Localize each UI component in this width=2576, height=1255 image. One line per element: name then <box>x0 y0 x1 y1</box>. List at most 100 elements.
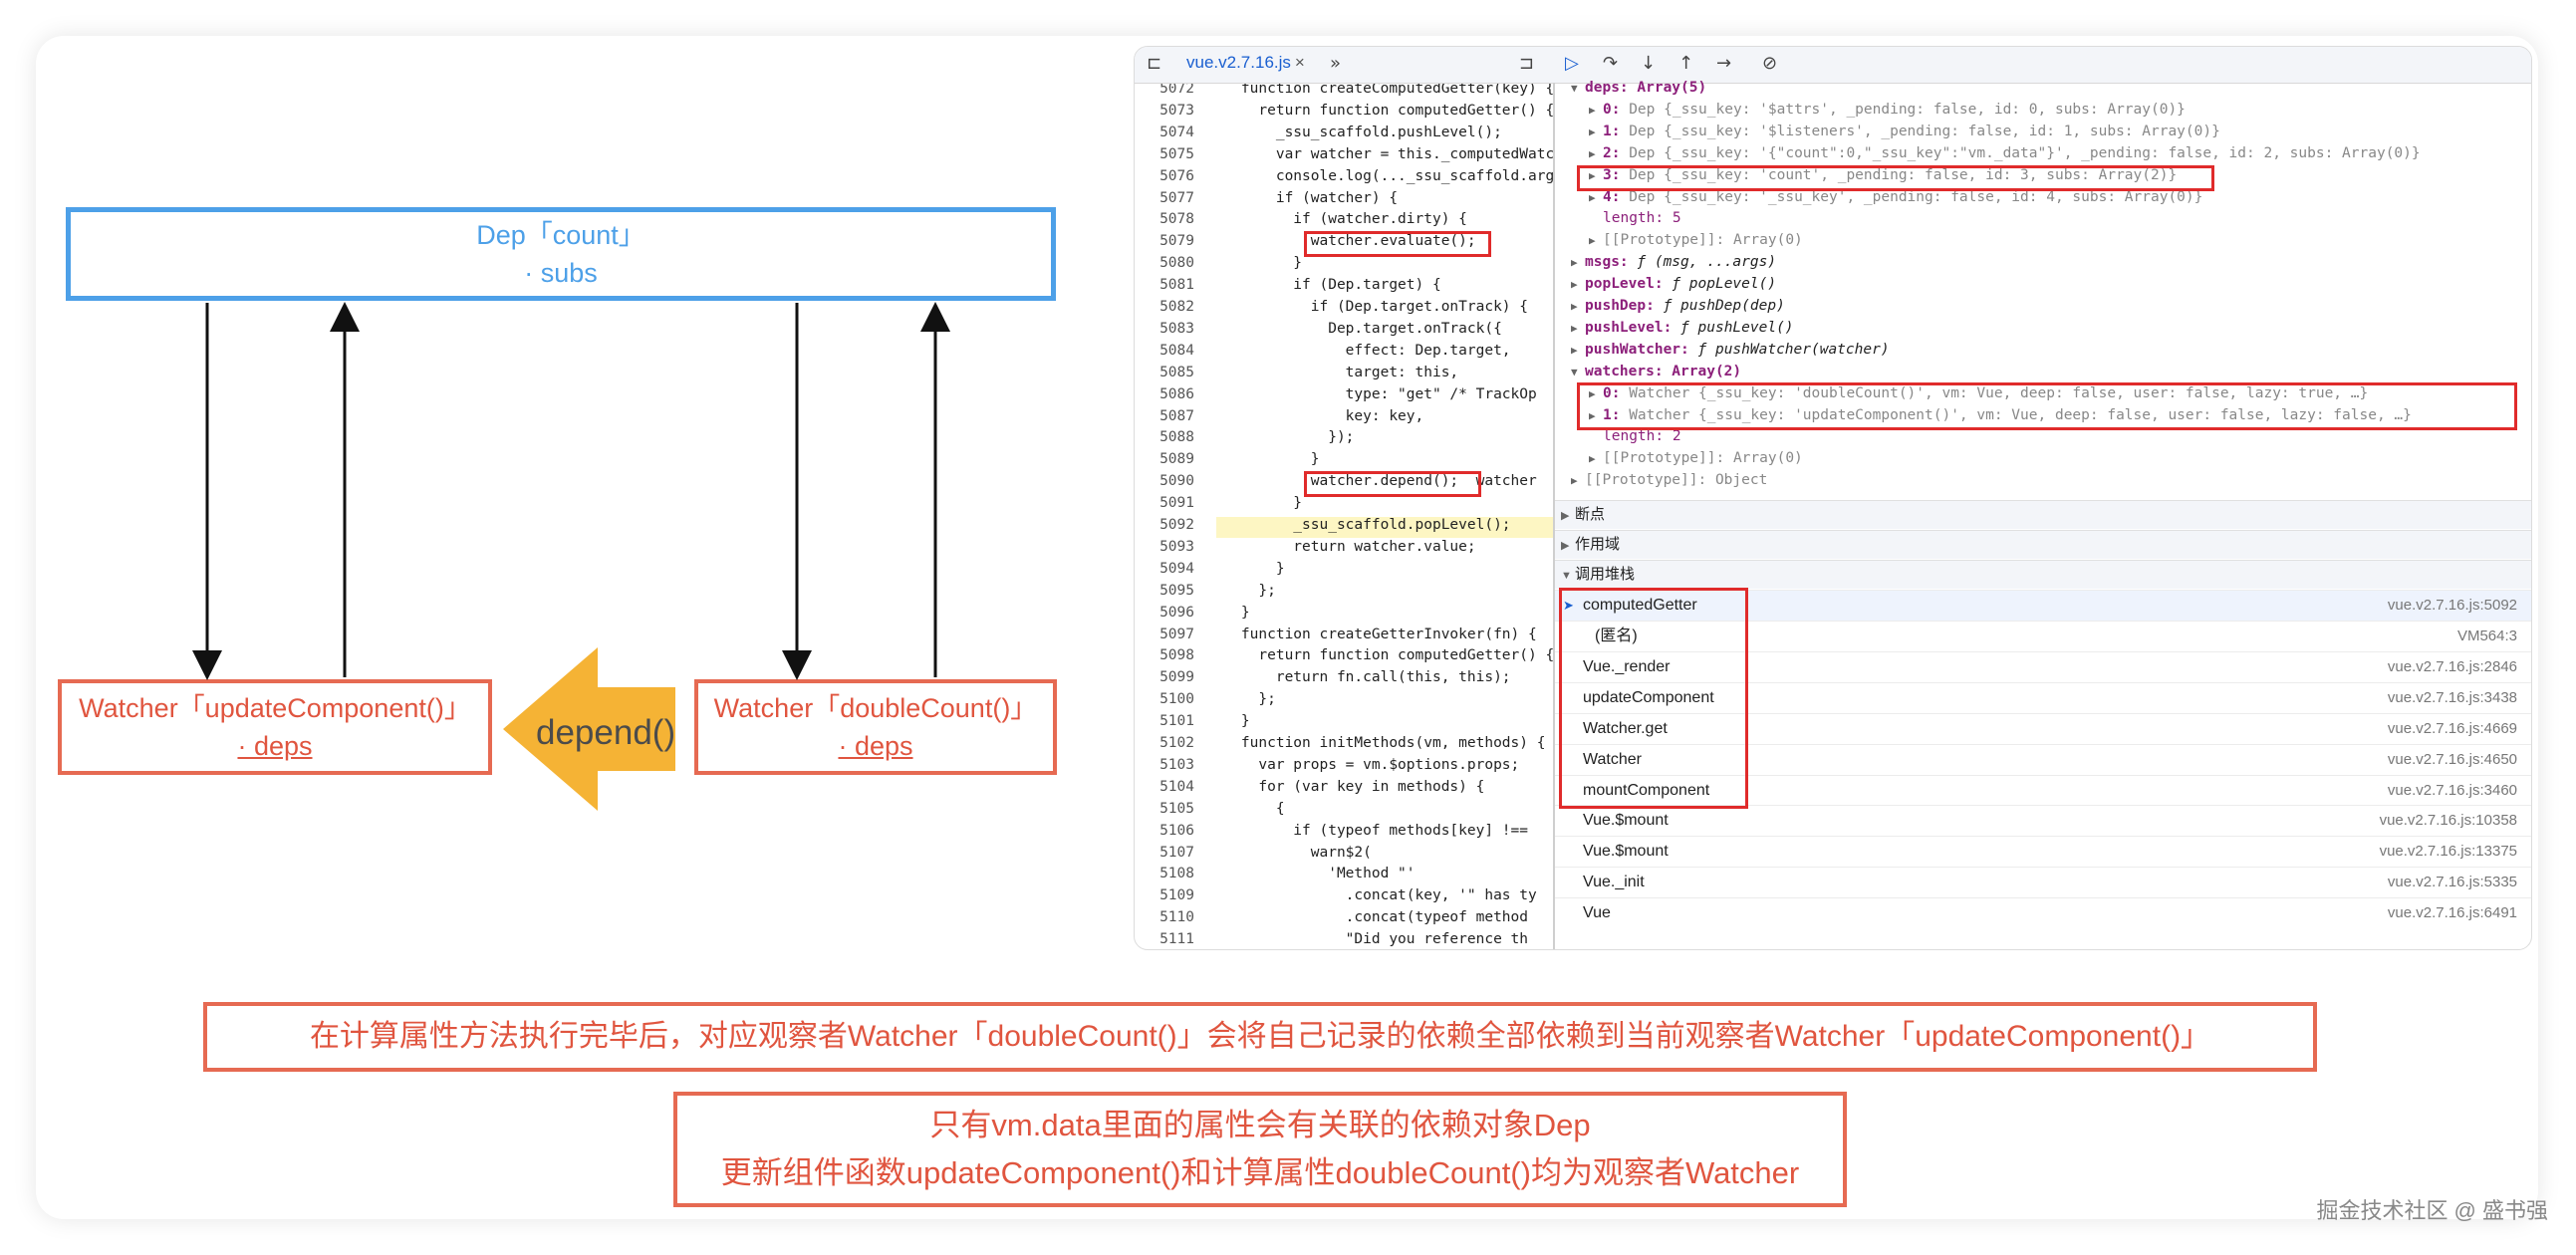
collapsed-triangle-icon[interactable]: ▶ <box>1561 540 1570 553</box>
step-icon[interactable]: → <box>1716 53 1732 74</box>
tab-source-file[interactable]: vue.v2.7.16.js× <box>1186 53 1305 73</box>
frame-location-link[interactable]: vue.v2.7.16.js:10358 <box>2379 812 2517 830</box>
collapsed-triangle-icon[interactable]: ▶ <box>1589 103 1596 117</box>
line-number[interactable]: 5094 <box>1159 560 1194 577</box>
frame-location-link[interactable]: vue.v2.7.16.js:6491 <box>2387 904 2517 922</box>
close-tab-icon[interactable]: × <box>1294 53 1305 72</box>
line-number[interactable]: 5110 <box>1159 909 1194 926</box>
scaffold-fn-item[interactable]: ▶pushWatcher: ƒ pushWatcher(watcher) <box>1571 342 1890 358</box>
deps-prototype[interactable]: ▶[[Prototype]]: Array(0) <box>1589 232 1803 248</box>
line-number[interactable]: 5102 <box>1159 735 1194 751</box>
line-number[interactable]: 5078 <box>1159 211 1194 228</box>
scaffold-fn-item[interactable]: ▶msgs: ƒ (msg, ...args) <box>1571 254 1776 270</box>
scaffold-fn-item[interactable]: ▶popLevel: ƒ popLevel() <box>1571 276 1776 292</box>
collapsed-triangle-icon[interactable]: ▶ <box>1571 474 1578 488</box>
collapsed-triangle-icon[interactable]: ▶ <box>1589 408 1596 422</box>
line-number[interactable]: 5111 <box>1159 931 1194 948</box>
deactivate-breakpoints-icon[interactable]: ⊘ <box>1762 53 1778 74</box>
line-number[interactable]: 5073 <box>1159 102 1194 119</box>
line-number[interactable]: 5106 <box>1159 822 1194 839</box>
line-number[interactable]: 5097 <box>1159 626 1194 642</box>
expanded-triangle-icon[interactable]: ▼ <box>1571 82 1578 95</box>
line-number[interactable]: 5081 <box>1159 277 1194 294</box>
line-number[interactable]: 5091 <box>1159 495 1194 512</box>
section-breakpoints[interactable]: ▶断点 <box>1555 500 2531 530</box>
step-out-icon[interactable]: ↑ <box>1678 53 1694 74</box>
line-number[interactable]: 5088 <box>1159 429 1194 446</box>
line-number[interactable]: 5089 <box>1159 451 1194 468</box>
object-prototype[interactable]: ▶[[Prototype]]: Object <box>1571 472 1767 488</box>
frame-location-link[interactable]: vue.v2.7.16.js:5335 <box>2387 874 2517 891</box>
collapsed-triangle-icon[interactable]: ▶ <box>1589 234 1596 248</box>
line-number[interactable]: 5103 <box>1159 756 1194 773</box>
deps-array[interactable]: ▼deps: Array(5) <box>1571 80 1706 96</box>
frame-location-link[interactable]: VM564:3 <box>2456 628 2517 644</box>
frame-location-link[interactable]: vue.v2.7.16.js:3460 <box>2387 781 2517 799</box>
collapsed-triangle-icon[interactable]: ▶ <box>1571 343 1578 357</box>
dep-item[interactable]: ▶0: Dep {_ssu_key: '$attrs', _pending: f… <box>1589 102 2186 118</box>
expanded-triangle-icon[interactable]: ▼ <box>1571 365 1578 378</box>
line-number[interactable]: 5096 <box>1159 604 1194 621</box>
line-number[interactable]: 5095 <box>1159 582 1194 599</box>
frame-location-link[interactable]: vue.v2.7.16.js:4669 <box>2387 719 2517 737</box>
watchers-prototype[interactable]: ▶[[Prototype]]: Array(0) <box>1589 450 1803 466</box>
line-number[interactable]: 5079 <box>1159 233 1194 250</box>
collapsed-triangle-icon[interactable]: ▶ <box>1589 146 1596 160</box>
line-number[interactable]: 5093 <box>1159 538 1194 555</box>
step-over-icon[interactable]: ↷ <box>1603 53 1619 74</box>
line-number[interactable]: 5101 <box>1159 713 1194 730</box>
line-number[interactable]: 5072 <box>1159 84 1194 97</box>
line-number[interactable]: 5077 <box>1159 189 1194 206</box>
scaffold-fn-item[interactable]: ▶pushLevel: ƒ pushLevel() <box>1571 320 1794 336</box>
more-tabs-icon[interactable]: » <box>1330 53 1342 74</box>
line-number[interactable]: 5084 <box>1159 342 1194 359</box>
line-number[interactable]: 5107 <box>1159 844 1194 861</box>
collapsed-triangle-icon[interactable]: ▶ <box>1589 386 1596 400</box>
section-scope[interactable]: ▶作用域 <box>1555 530 2531 560</box>
toggle-debugger-sidebar-icon[interactable]: ⊐ <box>1519 53 1535 74</box>
resume-icon[interactable]: ▷ <box>1565 53 1579 74</box>
collapsed-triangle-icon[interactable]: ▶ <box>1589 190 1596 204</box>
collapsed-triangle-icon[interactable]: ▶ <box>1561 510 1570 523</box>
line-number[interactable]: 5105 <box>1159 800 1194 817</box>
watchers-array[interactable]: ▼watchers: Array(2) <box>1571 364 1741 379</box>
collapsed-triangle-icon[interactable]: ▶ <box>1589 125 1596 138</box>
line-number[interactable]: 5092 <box>1159 517 1194 533</box>
line-number[interactable]: 5098 <box>1159 647 1194 664</box>
frame-location-link[interactable]: vue.v2.7.16.js:13375 <box>2379 843 2517 861</box>
dep-item[interactable]: ▶3: Dep {_ssu_key: 'count', _pending: fa… <box>1589 167 2177 183</box>
line-number[interactable]: 5090 <box>1159 473 1194 490</box>
line-number[interactable]: 5086 <box>1159 385 1194 402</box>
section-callstack[interactable]: ▼调用堆栈 <box>1555 560 2531 590</box>
watcher-item[interactable]: ▶0: Watcher {_ssu_key: 'doubleCount()', … <box>1589 385 2368 401</box>
collapsed-triangle-icon[interactable]: ▶ <box>1571 321 1578 335</box>
line-number[interactable]: 5074 <box>1159 124 1194 140</box>
line-number[interactable]: 5104 <box>1159 778 1194 795</box>
line-number[interactable]: 5109 <box>1159 887 1194 904</box>
collapsed-triangle-icon[interactable]: ▶ <box>1589 452 1596 466</box>
dep-item[interactable]: ▶2: Dep {_ssu_key: '{"count":0,"_ssu_key… <box>1589 145 2421 161</box>
line-number[interactable]: 5075 <box>1159 145 1194 162</box>
frame-location-link[interactable]: vue.v2.7.16.js:4650 <box>2387 750 2517 768</box>
line-number[interactable]: 5082 <box>1159 299 1194 315</box>
frame-location-link[interactable]: vue.v2.7.16.js:2846 <box>2387 657 2517 675</box>
callstack-frame[interactable]: (匿名)VM564:3 <box>1555 621 2531 651</box>
toggle-navigator-icon[interactable]: ⊏ <box>1147 53 1162 74</box>
line-number[interactable]: 5108 <box>1159 866 1194 882</box>
frame-location-link[interactable]: vue.v2.7.16.js:3438 <box>2387 688 2517 706</box>
line-number[interactable]: 5085 <box>1159 364 1194 380</box>
panel-divider[interactable] <box>1553 83 1555 949</box>
line-number[interactable]: 5099 <box>1159 669 1194 686</box>
frame-location-link[interactable]: vue.v2.7.16.js:5092 <box>2387 597 2517 615</box>
line-number[interactable]: 5087 <box>1159 407 1194 424</box>
line-number[interactable]: 5100 <box>1159 691 1194 708</box>
